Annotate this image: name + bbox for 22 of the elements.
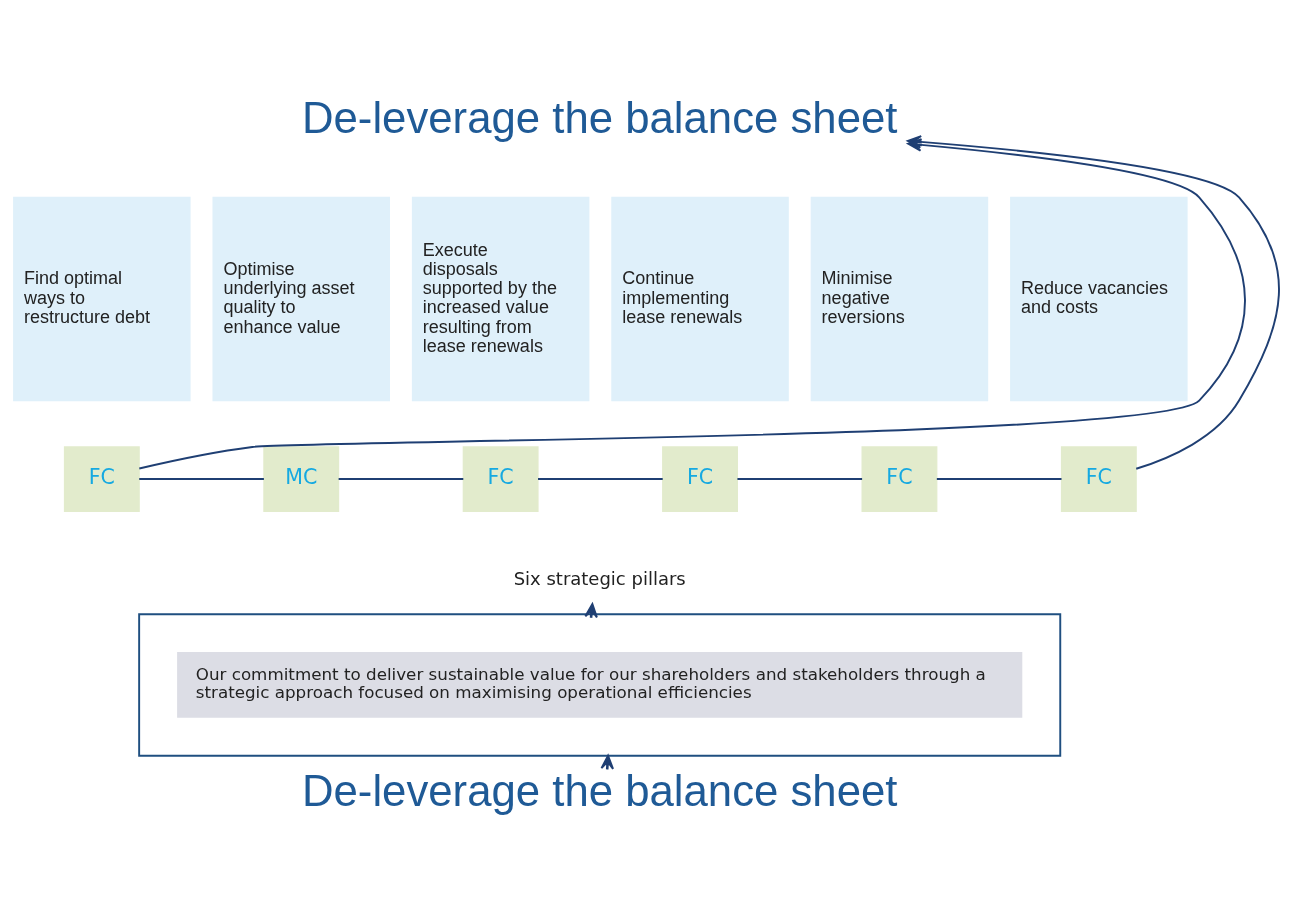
node-box: FC — [1060, 446, 1137, 512]
node-box: Reduce vacancies and costs — [1010, 196, 1188, 402]
connector — [138, 478, 265, 481]
node-box: Our commitment to deliver sustainable value for our shareholders and stakeholders through a strategic approach focused on maximising operational efficiencies — [177, 652, 1023, 718]
node-box: Find optimal ways to restructure debt — [13, 196, 191, 402]
node-box: MC — [263, 446, 340, 512]
connector — [935, 478, 1063, 481]
node-text: Six strategic pillars — [513, 568, 686, 590]
connector — [337, 478, 465, 481]
node-box: FC — [662, 446, 738, 512]
connector — [537, 478, 664, 481]
node-box: Execute disposals supported by the increased value resulting from lease renewals — [411, 196, 590, 402]
node-box: Minimise negative reversions — [810, 196, 989, 402]
node-box: FC — [861, 446, 938, 512]
cluster — [138, 613, 1062, 757]
node-text: De-leverage the balance sheet — [301, 766, 898, 816]
connector — [736, 478, 864, 481]
node-box: Continue implementing lease renewals — [611, 196, 789, 402]
node-box: FC — [462, 446, 539, 512]
node-box: FC — [63, 446, 140, 512]
node-text: De-leverage the balance sheet — [301, 93, 898, 143]
node-box: Optimise underlying asset quality to enhance value — [212, 196, 390, 402]
